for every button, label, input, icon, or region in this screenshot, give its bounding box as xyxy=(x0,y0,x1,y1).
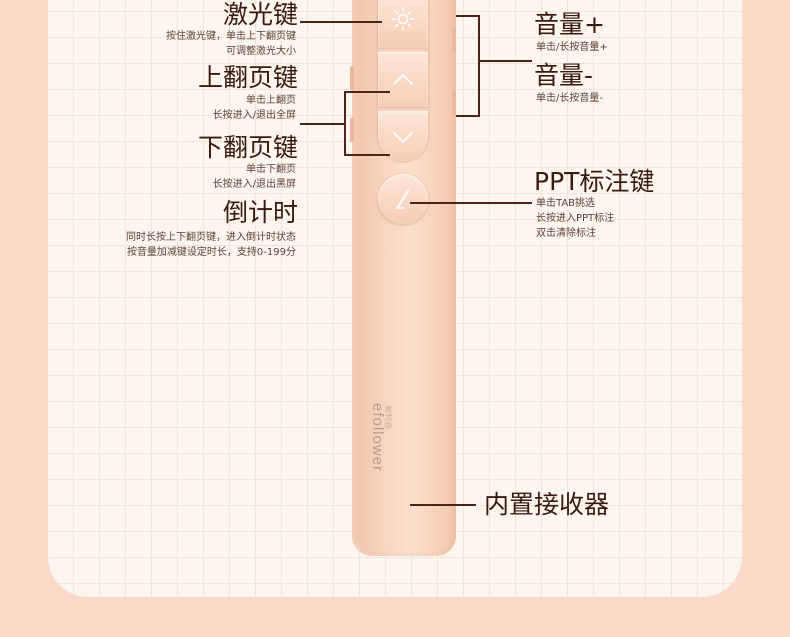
countdown-desc-2: 按音量加减键设定时长，支持0-199分 xyxy=(126,247,296,258)
ppt-annotate-title: PPT标注键 xyxy=(534,167,655,196)
ppt-annotate-desc-2: 长按进入PPT标注 xyxy=(536,213,615,224)
receiver-title: 内置接收器 xyxy=(484,490,610,519)
page-up-leader-line xyxy=(300,123,346,125)
page-up-title: 上翻页键 xyxy=(197,63,298,92)
page-bracket-vertical xyxy=(344,91,346,156)
side-nub-left-lower xyxy=(350,118,354,142)
sun-icon xyxy=(391,7,415,31)
page-down-button[interactable] xyxy=(378,111,428,161)
receiver-leader-line xyxy=(410,504,476,506)
laser-leader-line xyxy=(300,21,382,23)
countdown-title: 倒计时 xyxy=(222,198,298,227)
chevron-up-icon xyxy=(393,74,413,85)
volume-up-desc: 单击/长按音量+ xyxy=(536,42,608,53)
laser-desc-2: 可调整激光大小 xyxy=(226,46,296,57)
page-down-desc-1: 单击下翻页 xyxy=(246,164,296,175)
countdown-desc-1: 同时长按上下翻页键，进入倒计时状态 xyxy=(126,232,296,243)
ppt-annotate-button[interactable] xyxy=(378,174,428,224)
volume-up-bracket xyxy=(456,15,480,17)
page-down-desc-2: 长按进入/退出黑屏 xyxy=(212,179,296,190)
laser-button[interactable] xyxy=(378,0,428,48)
page-down-title: 下翻页键 xyxy=(197,133,298,162)
chevron-down-icon xyxy=(393,132,413,143)
page-up-bracket xyxy=(344,91,390,93)
volume-up-side-button[interactable] xyxy=(452,28,456,52)
laser-desc-1: 按住激光键，单击上下翻页键 xyxy=(166,31,296,42)
svg-text:efollower: efollower xyxy=(369,403,386,472)
page-down-bracket xyxy=(344,154,390,156)
page-up-desc-1: 单击上翻页 xyxy=(246,95,296,106)
volume-leader-line xyxy=(478,60,532,62)
volume-bracket-vertical xyxy=(478,15,480,117)
svg-text:易利谷: 易利谷 xyxy=(384,405,392,429)
page-up-desc-2: 长按进入/退出全屏 xyxy=(212,110,296,121)
page-up-button[interactable] xyxy=(378,52,428,107)
brand-logo: efollower 易利谷 xyxy=(369,403,392,472)
volume-down-title: 音量- xyxy=(534,61,594,90)
side-nub-left xyxy=(350,66,354,90)
laser-title: 激光键 xyxy=(222,0,298,29)
ppt-annotate-desc-1: 单击TAB挑选 xyxy=(536,198,596,209)
ppt-annotate-desc-3: 双击清除标注 xyxy=(536,228,596,239)
pen-icon xyxy=(395,190,409,209)
volume-up-title: 音量+ xyxy=(534,10,605,39)
ppt-leader-line xyxy=(410,202,532,204)
volume-down-desc: 单击/长按音量- xyxy=(536,93,603,104)
volume-down-bracket xyxy=(456,115,480,117)
volume-down-side-button[interactable] xyxy=(452,90,456,114)
